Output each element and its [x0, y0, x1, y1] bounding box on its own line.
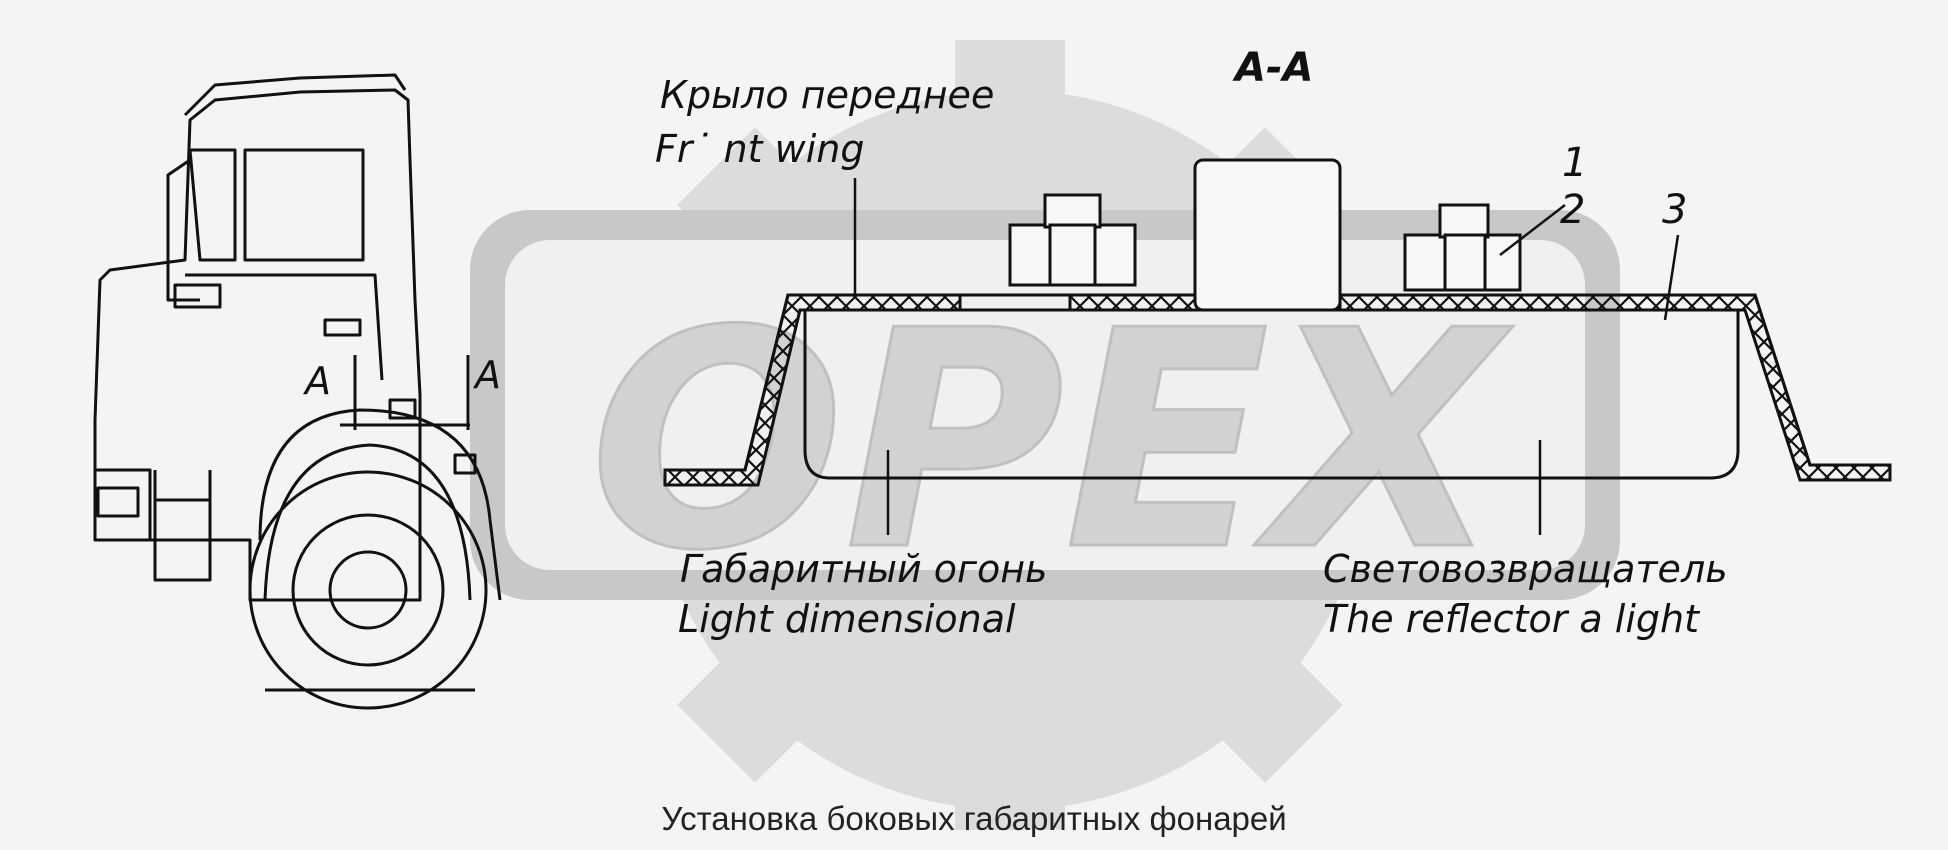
part-number-1: 1 — [1562, 140, 1588, 186]
nut-bolt-right — [1403, 203, 1522, 292]
watermark: OPEX — [470, 40, 1620, 830]
nut-bolt-left — [1008, 193, 1137, 287]
reflector-label-ru: Световозвращатель — [1323, 547, 1728, 591]
front-wing-label-en: Fr˙ nt wing — [655, 127, 865, 171]
reflector-label-en: The reflector a light — [1323, 597, 1700, 641]
light-label-ru: Габаритный огонь — [680, 547, 1048, 591]
mirror — [173, 283, 222, 309]
cab-door-line — [185, 273, 384, 381]
cab-outline — [93, 88, 422, 602]
section-a-a-drawing — [663, 158, 1892, 535]
front-wing-arc — [258, 408, 502, 601]
truck-cab-drawing — [93, 73, 502, 710]
wheel-hub — [328, 550, 408, 630]
mounting-box-center — [1193, 158, 1342, 312]
reflector-small — [453, 453, 477, 475]
door-handle — [323, 318, 362, 337]
part-number-3: 3 — [1662, 187, 1688, 233]
watermark-text: OPEX — [589, 267, 1513, 616]
cab-window-front — [188, 148, 237, 262]
wheel-tyre — [248, 470, 488, 710]
headlamp — [96, 486, 140, 518]
figure-caption: Установка боковых габаритных фонарей — [661, 800, 1287, 837]
cut-label-a-right: A — [475, 353, 501, 397]
side-lamp-small — [388, 398, 417, 420]
cab-window-rear — [243, 148, 365, 262]
part-number-2: 2 — [1560, 187, 1586, 233]
mirror-arm — [166, 158, 200, 302]
front-bumper — [93, 468, 152, 542]
lamp-housing — [803, 308, 1740, 480]
section-title: A-A — [1235, 45, 1314, 91]
wheel-arch — [263, 443, 472, 601]
leader-2 — [1499, 204, 1566, 256]
leader-3 — [1663, 234, 1680, 321]
cut-label-a-left: A — [305, 359, 331, 403]
light-label-en: Light dimensional — [678, 597, 1016, 641]
front-wing-label-ru: Крыло переднее — [660, 73, 995, 117]
watermark-plate-inner — [505, 240, 1585, 570]
cab-roof-spoiler — [183, 73, 407, 117]
wheel-rim — [291, 513, 445, 667]
step-ladder — [153, 470, 212, 582]
